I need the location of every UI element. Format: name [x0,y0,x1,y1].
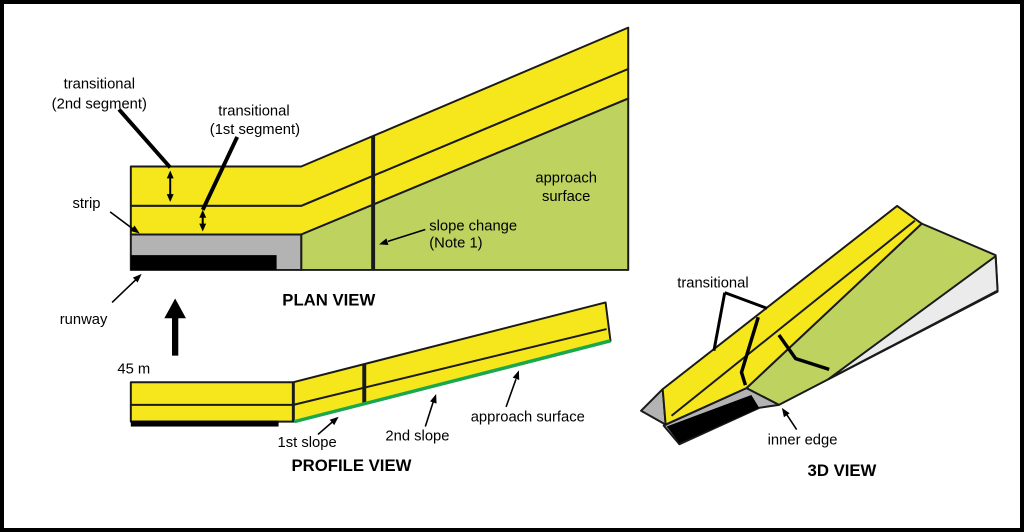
inner-edge-arrow [781,407,798,430]
slope-change-arrow [379,228,426,246]
profile-diagonal-divider [293,328,607,406]
3d-slope-change-line-1 [739,316,760,386]
profile-label-first-slope: 1st slope [278,435,337,451]
plan-width-arrow-1st-segment [199,209,207,232]
plan-label-transitional-1st-line2: (1st segment) [210,122,300,138]
distance-45m-label: 45 m [117,361,150,377]
3d-label-inner-edge: inner edge [768,432,838,448]
obstacle-limitation-surfaces-diagram: transitional (2nd segment) transitional … [52,26,999,480]
3d-runway [666,395,760,444]
plan-label-transitional-1st-line1: transitional [218,103,289,119]
plan-label-slope-change-line1: slope change [429,219,517,235]
profile-runway [130,420,279,427]
first-slope-arrow [317,416,339,436]
strip-arrow [109,211,140,234]
3d-side-face [827,255,999,381]
second-slope-arrow [424,394,437,427]
profile-view: 1st slope 2nd slope approach surface PRO… [129,301,612,475]
3d-transitional-segment-divider [670,219,916,417]
3d-slope-change-line-2 [777,333,830,372]
profile-label-second-slope: 2nd slope [385,428,449,444]
plan-callout-1st-segment [200,136,239,211]
plan-label-strip: strip [73,196,101,212]
plan-width-arrow-2nd-segment [166,170,174,202]
profile-label-approach-surface: approach surface [471,410,585,426]
approach-surface-arrow [505,370,520,408]
plan-runway [130,255,277,270]
plan-label-runway: runway [60,312,108,328]
3d-end-cap [640,388,667,426]
three-d-view: transitional inner edge 3D VIEW [640,204,999,480]
plan-view-title: PLAN VIEW [282,290,375,309]
plan-label-approach-line2: surface [542,189,590,205]
plan-callout-2nd-segment [117,108,172,169]
plan-label-transitional-2nd-line1: transitional [64,77,135,93]
profile-approach-surface-line [293,339,611,424]
plan-view: transitional (2nd segment) transitional … [52,26,630,377]
north-arrow [164,298,186,356]
plan-label-approach-line1: approach [535,170,597,186]
plan-label-slope-change-line2: (Note 1) [429,235,482,251]
3d-transitional-callouts [712,291,768,351]
profile-view-title: PROFILE VIEW [291,456,411,475]
runway-arrow [111,273,142,304]
3d-view-title: 3D VIEW [808,461,877,480]
3d-label-transitional: transitional [677,276,748,292]
plan-label-transitional-2nd-line2: (2nd segment) [52,96,147,112]
